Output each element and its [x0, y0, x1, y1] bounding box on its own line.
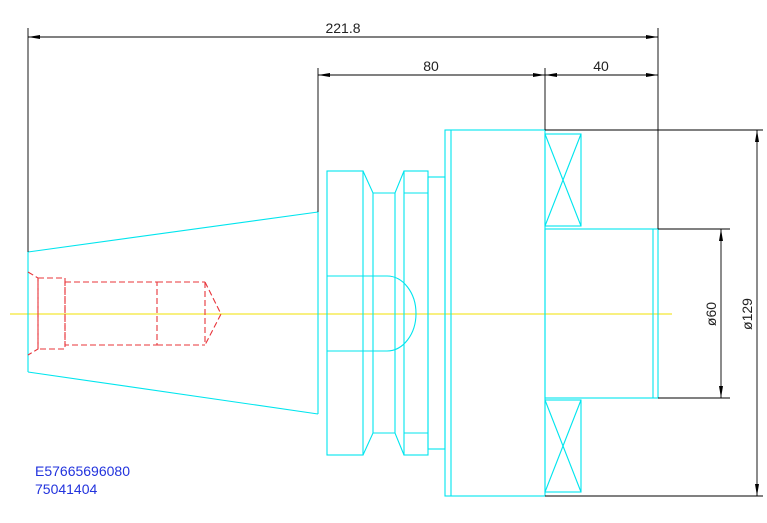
dim-shank-length [545, 73, 658, 77]
dim-shank-diameter-label: ø60 [703, 302, 719, 326]
shank [544, 228, 659, 399]
main-body [444, 129, 546, 497]
part-code-line-1: E57665696080 [35, 463, 130, 479]
internal-thread-hidden [27, 271, 222, 356]
flange-groove [326, 170, 446, 456]
dim-flange-diameter [545, 129, 763, 497]
dim-overall-length-label: 221.8 [325, 20, 360, 36]
part-code-line-2: 75041404 [35, 481, 98, 497]
drive-key-top [544, 133, 582, 227]
dim-taper-length-label: 80 [423, 58, 439, 74]
dim-shank-diameter [658, 228, 730, 399]
dim-flange-diameter-label: ø129 [739, 298, 755, 330]
dim-shank-length-label: 40 [593, 58, 609, 74]
taper-cone [27, 211, 319, 415]
dim-overall-length [27, 28, 659, 252]
dim-taper-length [317, 68, 546, 212]
drive-key-bottom [544, 399, 582, 493]
